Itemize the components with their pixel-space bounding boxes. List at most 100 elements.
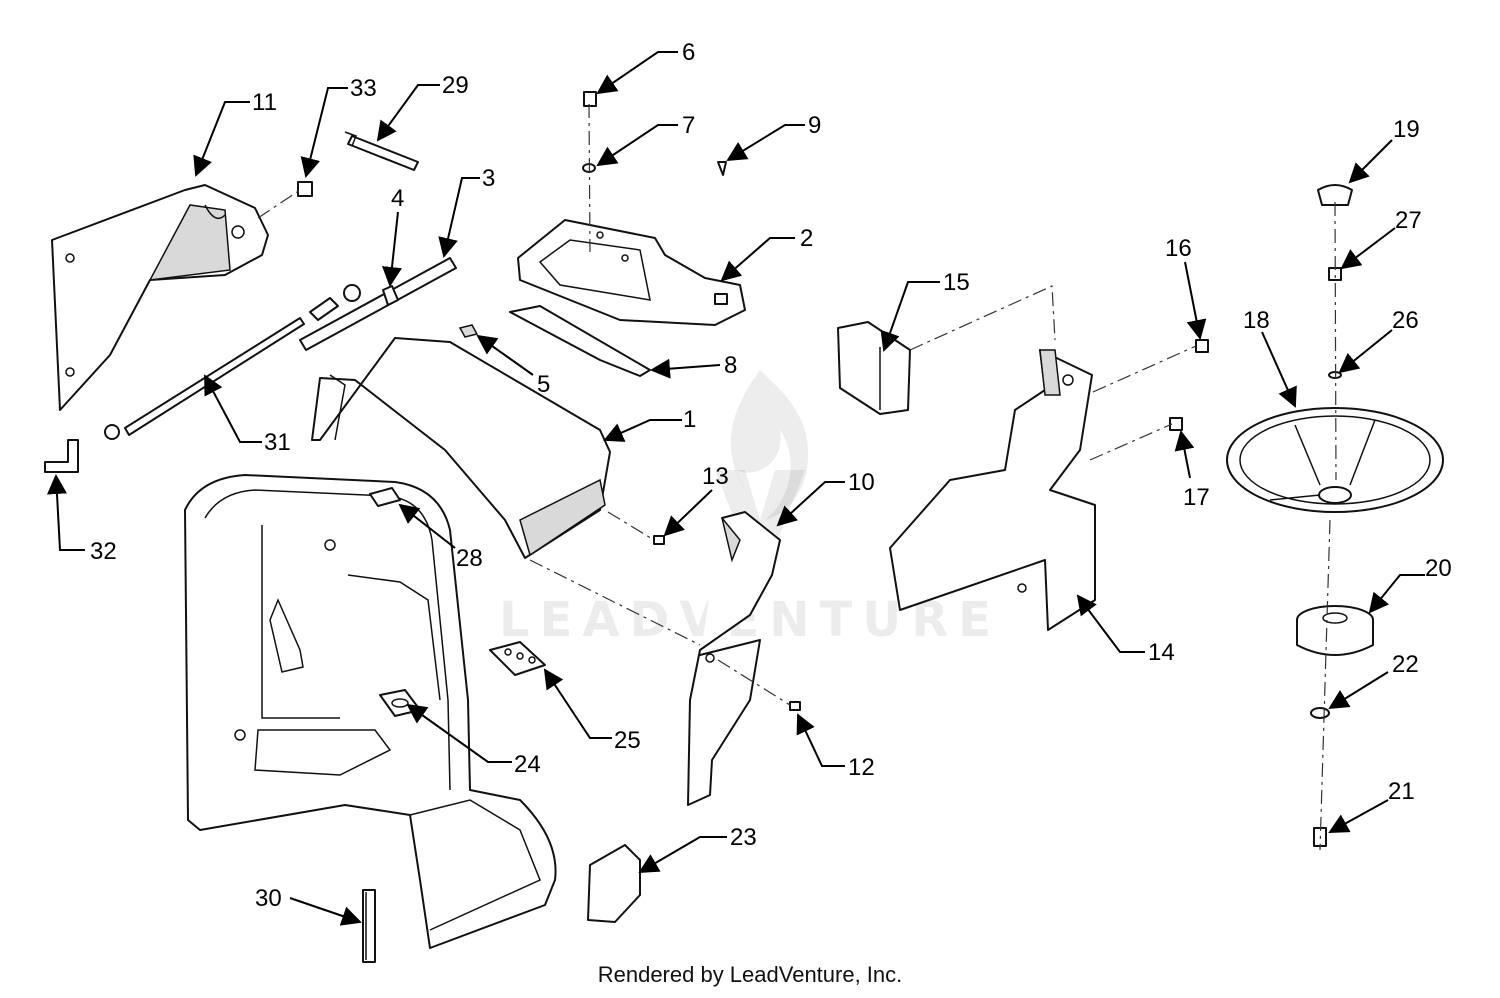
callout-14: 14 xyxy=(1076,594,1175,666)
svg-text:11: 11 xyxy=(252,89,277,116)
callout-32: 32 xyxy=(46,474,117,565)
callout-21: 21 xyxy=(1328,778,1415,833)
callout-4: 4 xyxy=(382,185,404,287)
part-14-steering-support xyxy=(889,349,1096,631)
callout-12: 12 xyxy=(796,713,875,781)
svg-text:21: 21 xyxy=(1388,778,1415,805)
svg-text:26: 26 xyxy=(1392,307,1419,334)
callout-24: 24 xyxy=(406,703,541,778)
part-11-side-panel xyxy=(51,184,269,411)
svg-text:13: 13 xyxy=(702,463,729,490)
callout-33: 33 xyxy=(300,75,377,178)
svg-text:4: 4 xyxy=(391,185,404,212)
svg-text:33: 33 xyxy=(350,75,377,102)
svg-text:14: 14 xyxy=(1148,639,1175,666)
svg-text:28: 28 xyxy=(456,545,483,572)
part-18-steering-wheel xyxy=(1226,407,1444,513)
part-20-hub xyxy=(1296,605,1374,656)
svg-text:32: 32 xyxy=(90,538,117,565)
callout-1: 1 xyxy=(603,406,696,442)
svg-text:15: 15 xyxy=(943,269,970,296)
svg-text:29: 29 xyxy=(442,72,469,99)
part-23-cover xyxy=(587,844,641,923)
svg-text:17: 17 xyxy=(1183,484,1210,511)
part-29-pin xyxy=(344,131,419,171)
svg-text:8: 8 xyxy=(724,352,737,379)
svg-text:10: 10 xyxy=(848,469,875,496)
svg-text:6: 6 xyxy=(682,39,695,66)
watermark-v-icon xyxy=(715,470,805,560)
callout-18: 18 xyxy=(1243,307,1297,408)
svg-text:20: 20 xyxy=(1425,555,1452,582)
callout-15: 15 xyxy=(880,269,970,352)
svg-text:12: 12 xyxy=(848,754,875,781)
part-13-screw xyxy=(653,535,665,545)
callout-31: 31 xyxy=(204,374,291,456)
svg-text:30: 30 xyxy=(255,885,282,912)
part-8-gasket xyxy=(509,305,651,377)
callout-25: 25 xyxy=(543,668,641,754)
svg-text:24: 24 xyxy=(514,751,541,778)
callout-29: 29 xyxy=(376,72,469,142)
footer-credit: Rendered by LeadVenture, Inc. xyxy=(597,962,903,987)
centerlines xyxy=(257,103,1337,851)
part-9-screw xyxy=(717,161,727,176)
svg-text:19: 19 xyxy=(1393,116,1420,143)
svg-text:1: 1 xyxy=(683,406,696,433)
svg-text:18: 18 xyxy=(1243,307,1270,334)
part-17-bolt xyxy=(1169,417,1183,431)
callout-6: 6 xyxy=(596,39,695,95)
part-28-plate xyxy=(369,487,401,507)
callout-23: 23 xyxy=(638,824,757,874)
svg-text:22: 22 xyxy=(1392,651,1419,678)
callout-10: 10 xyxy=(776,469,875,527)
part-30-frame xyxy=(184,474,557,949)
svg-text:25: 25 xyxy=(614,727,641,754)
callout-7: 7 xyxy=(596,112,695,167)
callout-5: 5 xyxy=(476,334,550,398)
callout-11: 11 xyxy=(193,89,277,177)
callout-27: 27 xyxy=(1340,207,1422,270)
part-16-bolt xyxy=(1195,339,1209,353)
callout-19: 19 xyxy=(1348,116,1420,184)
svg-text:23: 23 xyxy=(730,824,757,851)
callout-2: 2 xyxy=(720,225,813,282)
part-32-bracket xyxy=(44,439,79,473)
part-12-screw xyxy=(789,701,801,711)
part-15-bracket xyxy=(837,321,911,415)
svg-text:5: 5 xyxy=(537,371,550,398)
callout-26: 26 xyxy=(1338,307,1419,374)
callout-8: 8 xyxy=(650,352,737,379)
svg-text:3: 3 xyxy=(482,165,495,192)
svg-text:27: 27 xyxy=(1395,207,1422,234)
part-5-pad xyxy=(458,324,479,338)
callout-30: 30 xyxy=(255,885,362,926)
part-22-washer xyxy=(1310,707,1330,719)
part-2-top-cover xyxy=(517,219,746,326)
part-4-clamp xyxy=(382,285,399,306)
part-1-dash xyxy=(311,337,611,559)
part-19-cap xyxy=(1317,184,1353,206)
part-10-side-panel xyxy=(687,511,781,806)
callouts: 1 2 3 4 5 6 7 8 9 10 11 12 13 14 15 16 1… xyxy=(46,39,1452,926)
part-25-switch-panel xyxy=(489,641,546,676)
svg-text:9: 9 xyxy=(808,112,821,139)
part-33-clip xyxy=(297,181,313,197)
callout-17: 17 xyxy=(1174,430,1210,511)
callout-22: 22 xyxy=(1328,651,1419,710)
callout-28: 28 xyxy=(398,503,483,572)
part-6-bolt xyxy=(583,91,597,107)
svg-text:2: 2 xyxy=(800,225,813,252)
part-26-washer xyxy=(1328,371,1342,379)
svg-text:16: 16 xyxy=(1165,235,1192,262)
callout-20: 20 xyxy=(1368,555,1452,614)
callout-3: 3 xyxy=(438,165,495,258)
callout-9: 9 xyxy=(726,112,821,162)
svg-text:7: 7 xyxy=(682,112,695,139)
svg-text:31: 31 xyxy=(264,429,291,456)
watermark-flame-icon xyxy=(730,370,809,520)
callout-13: 13 xyxy=(663,463,729,537)
part-30-spring xyxy=(362,889,376,963)
callout-16: 16 xyxy=(1165,235,1207,340)
